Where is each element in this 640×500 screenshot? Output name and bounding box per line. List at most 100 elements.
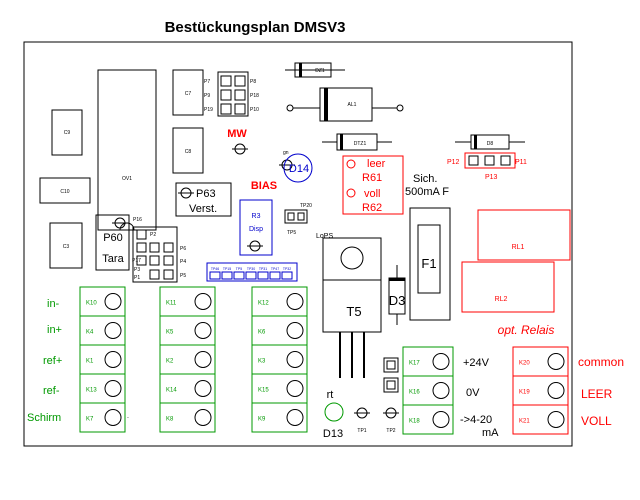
terminal-k3-screw[interactable] — [286, 351, 304, 368]
connector-pin — [281, 271, 293, 280]
diode-dtz1-label: DTZ1 — [354, 141, 367, 147]
label-f1: F1 — [421, 256, 436, 271]
capacitor-c7-label: C7 — [185, 91, 192, 97]
terminal-k21-label: K21 — [519, 419, 530, 425]
terminal-k4-screw[interactable] — [104, 322, 122, 339]
trimmer-p60-icon — [112, 217, 128, 229]
label-d3: D3 — [389, 293, 406, 308]
terminal-k21-screw[interactable] — [547, 411, 565, 428]
label-4-20: ->4-20 — [460, 414, 492, 426]
trimmer-p63-icon — [178, 187, 194, 199]
relay-rl2 — [461, 261, 555, 313]
label-voll: voll — [364, 188, 381, 200]
label-verst: Verst. — [189, 203, 217, 215]
terminal-k15-screw[interactable] — [286, 380, 304, 397]
capacitor-c8-label: C8 — [185, 149, 192, 155]
page-title: Bestückungsplan DMSV3 — [165, 19, 346, 36]
terminal-k7-label: K7 — [86, 417, 94, 423]
label-r62: R62 — [362, 202, 382, 214]
terminal-k12-label: K12 — [258, 301, 269, 307]
terminal-k19-screw[interactable] — [547, 382, 565, 399]
terminal-k7-screw[interactable] — [104, 409, 122, 426]
terminal-k8-label: K8 — [166, 417, 174, 423]
terminal-k8-screw[interactable] — [194, 409, 212, 426]
pad-square-1 — [383, 357, 399, 373]
pin-p19-label: P19 — [204, 107, 213, 113]
terminal-k16-screw[interactable] — [432, 382, 450, 399]
fuse-f1 — [409, 207, 451, 321]
terminal-k14-screw[interactable] — [194, 380, 212, 397]
terminal-k1-screw[interactable] — [104, 351, 122, 368]
terminal-k5-label: K5 — [166, 330, 174, 336]
label-dot: . — [127, 413, 129, 420]
label-p13: P13 — [485, 174, 498, 181]
terminal-k9-screw[interactable] — [286, 409, 304, 426]
label-in-plus: in+ — [47, 324, 62, 336]
terminal-k2-screw[interactable] — [194, 351, 212, 368]
diode-d3 — [388, 265, 406, 325]
inductor-al1-label: AL1 — [348, 102, 357, 108]
label-sich-value: 500mA F — [405, 186, 449, 198]
pin-p5-label: P5 — [180, 273, 186, 279]
label-r3: R3 — [252, 213, 261, 220]
label-bias: BIAS — [251, 180, 277, 192]
capacitor-c10 — [39, 177, 91, 204]
terminal-k6-screw[interactable] — [286, 322, 304, 339]
terminal-k11-screw[interactable] — [194, 293, 212, 310]
trimmer-r3-icon — [247, 240, 263, 252]
transistor-t5 — [322, 237, 382, 378]
pin-p6-label: P6 — [180, 246, 186, 252]
terminal-k17-label: K17 — [409, 361, 420, 367]
pin-p16-label: P16 — [133, 217, 142, 223]
terminal-k17-screw[interactable] — [432, 353, 450, 370]
connector-pin-label: TP5 — [236, 267, 242, 271]
terminal-k11-label: K11 — [166, 301, 177, 307]
label-0v: 0V — [466, 387, 480, 399]
header-p1-p17 — [132, 226, 178, 283]
label-rl1: RL1 — [512, 244, 525, 251]
label-ma: mA — [482, 427, 499, 439]
pin-p10-label: P10 — [250, 107, 259, 113]
label-p11: P11 — [515, 159, 527, 166]
connector-pin — [233, 271, 245, 280]
led-d14-label: D14 — [289, 163, 309, 175]
terminal-k18-screw[interactable] — [432, 411, 450, 428]
label-p63: P63 — [196, 188, 216, 200]
label-t5: T5 — [346, 304, 361, 319]
label-tp2: TP2 — [386, 428, 395, 434]
label-p12: P12 — [447, 159, 460, 166]
terminal-k20-label: K20 — [519, 361, 530, 367]
pin-p7-label: P7 — [204, 79, 210, 85]
capacitor-c9 — [51, 109, 83, 156]
label-opt-relais: opt. Relais — [498, 323, 555, 337]
pin-p4-label: P4 — [180, 259, 186, 265]
terminal-k16-label: K16 — [409, 390, 420, 396]
label-sich: Sich. — [413, 173, 437, 185]
label-r61: R61 — [362, 172, 382, 184]
pin-p9-label: P9 — [204, 93, 210, 99]
label-rl2: RL2 — [495, 296, 508, 303]
ic-ov1 — [97, 69, 157, 231]
connector-pin — [257, 271, 269, 280]
label-tara: Tara — [102, 253, 124, 265]
terminal-k5-screw[interactable] — [194, 322, 212, 339]
terminal-k13-label: K13 — [86, 388, 97, 394]
terminal-k18-label: K18 — [409, 419, 420, 425]
terminal-k20-screw[interactable] — [547, 353, 565, 370]
label-gn: gn — [283, 150, 289, 156]
label-d13: D13 — [323, 428, 343, 440]
connector-pin-label: TP15 — [223, 267, 231, 271]
terminal-k12-screw[interactable] — [286, 293, 304, 310]
terminal-k4-label: K4 — [86, 330, 94, 336]
label-leer: leer — [367, 158, 386, 170]
pad-square-2 — [383, 377, 399, 393]
terminal-k10-label: K10 — [86, 301, 97, 307]
label-ref-minus: ref- — [43, 385, 60, 397]
connector-pin — [269, 271, 281, 280]
terminal-k13-screw[interactable] — [104, 380, 122, 397]
label-rt: rt — [327, 389, 334, 401]
board-outline — [23, 41, 573, 447]
terminal-k10-screw[interactable] — [104, 293, 122, 310]
diode-dz1 — [285, 62, 345, 78]
